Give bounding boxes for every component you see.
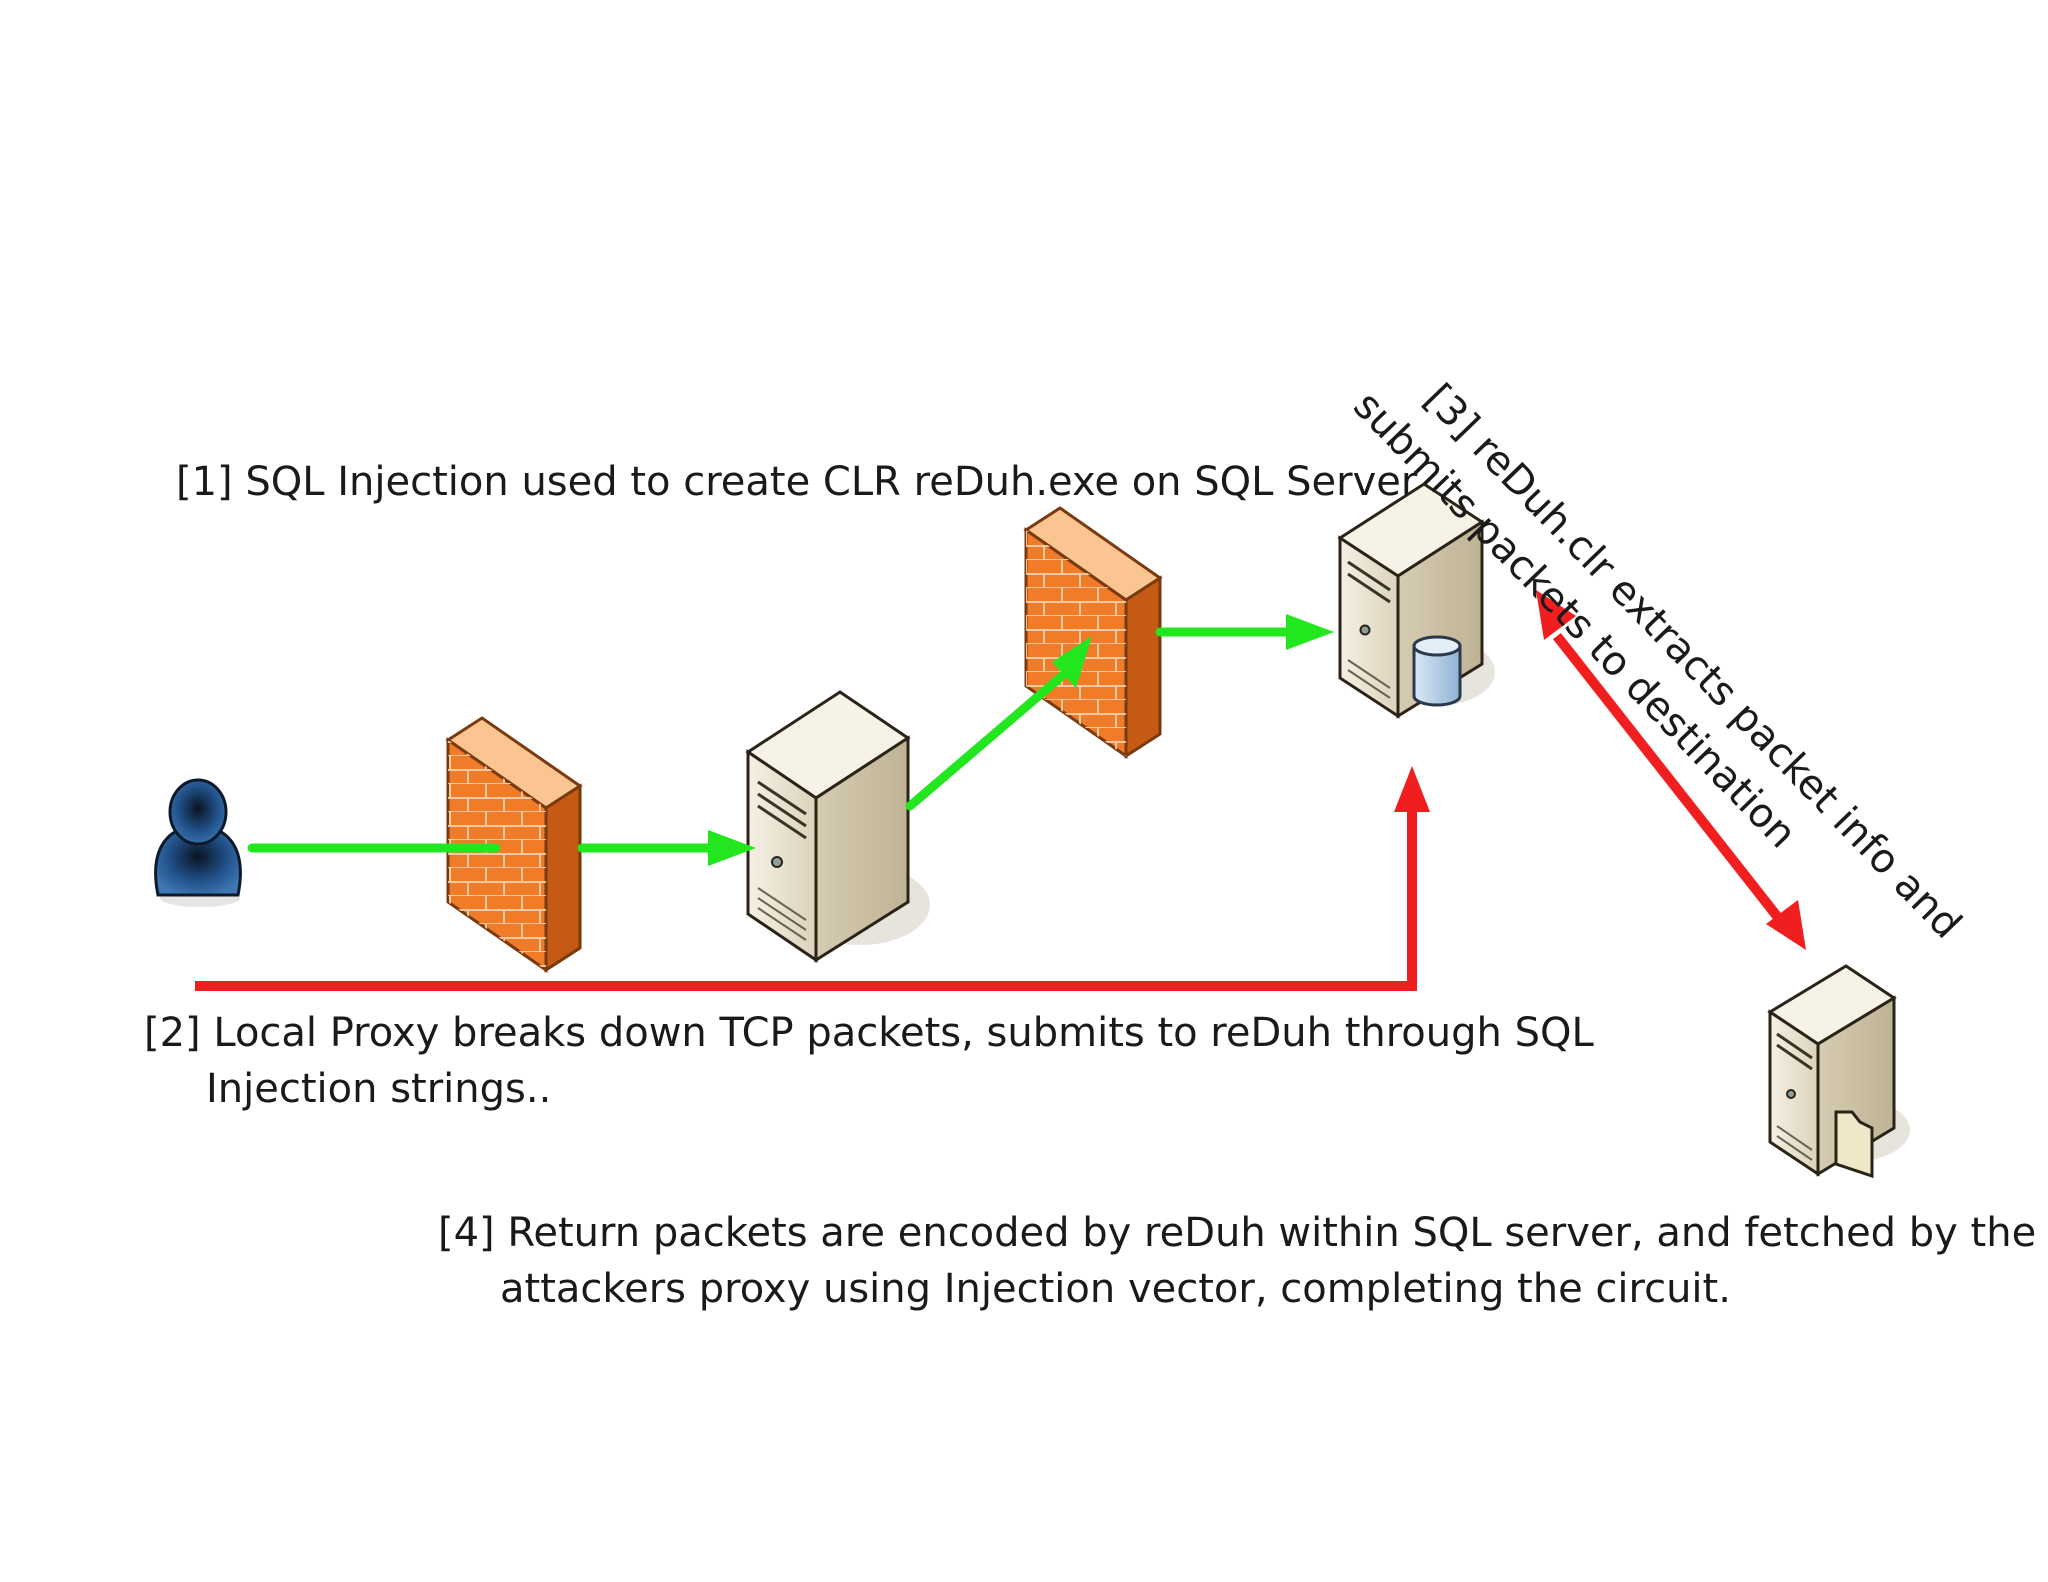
arrowhead-icon [708, 830, 756, 866]
step-4-line-1: [4] Return packets are encoded by reDuh … [438, 1210, 2037, 1256]
step-1-text: [1] SQL Injection used to create CLR reD… [176, 459, 1418, 505]
server-icon [745, 690, 930, 963]
step-2-line-1: [2] Local Proxy breaks down TCP packets,… [144, 1010, 1594, 1056]
return-arrow-segment [195, 801, 1417, 991]
step-4-caption: [4] Return packets are encoded by reDuh … [438, 1205, 2036, 1317]
arrowhead-icon [1052, 636, 1092, 688]
return-arrow-segment [1552, 632, 1788, 928]
return-path [195, 632, 1788, 991]
firewall-icon [445, 716, 583, 973]
arrowhead-icon [1766, 900, 1806, 950]
database-server-icon [1337, 482, 1495, 719]
attacker-icon [154, 778, 242, 907]
step-4-line-2: attackers proxy using Injection vector, … [500, 1266, 1731, 1312]
step-1-caption: [1] SQL Injection used to create CLR reD… [176, 454, 1417, 510]
file-server-icon [1767, 964, 1910, 1179]
request-arrow-segment [905, 671, 1067, 811]
request-path [247, 627, 1295, 853]
firewall-icon [1023, 506, 1163, 759]
step-2-line-2: Injection strings.. [206, 1066, 552, 1112]
step-2-caption: [2] Local Proxy breaks down TCP packets,… [144, 1005, 1594, 1117]
arrowhead-icon [1394, 766, 1430, 812]
arrowhead-icon [1286, 614, 1334, 650]
arrowhead-icon [1536, 590, 1576, 640]
